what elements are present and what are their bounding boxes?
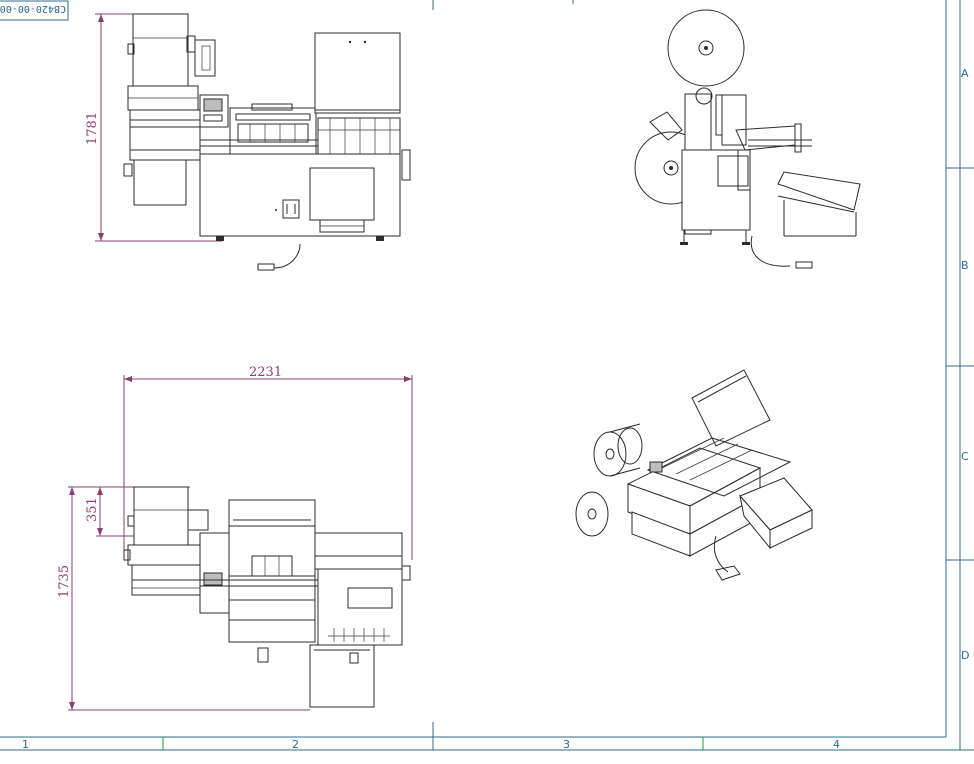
front-height-value: 1781 [85,112,100,145]
zone-label-b: B [961,259,969,272]
zone-label-c: C [961,450,969,463]
top-depth-total-value: 1735 [57,565,72,598]
side-view [634,9,861,269]
zone-label-a: A [961,67,969,80]
drawing-number: CB420-00-00-0 [0,3,66,14]
isometric-view [575,369,813,581]
front-height-dimension: 1781 [85,13,222,242]
top-width-dimension: 2231 [123,365,413,560]
zone-label-3: 3 [563,738,570,751]
top-view: 2231 1735 351 [57,365,413,711]
zone-label-4: 4 [833,738,840,751]
top-depth-partial-dimension: 351 [85,486,134,537]
front-view: 1781 [85,13,411,271]
zone-label-d: D [961,649,969,662]
top-depth-partial-value: 351 [85,497,100,522]
zone-label-1: 1 [22,738,29,751]
drawing-number-box: CB420-00-00-0 [0,0,69,21]
top-width-value: 2231 [249,365,282,380]
zone-label-2: 2 [292,738,299,751]
